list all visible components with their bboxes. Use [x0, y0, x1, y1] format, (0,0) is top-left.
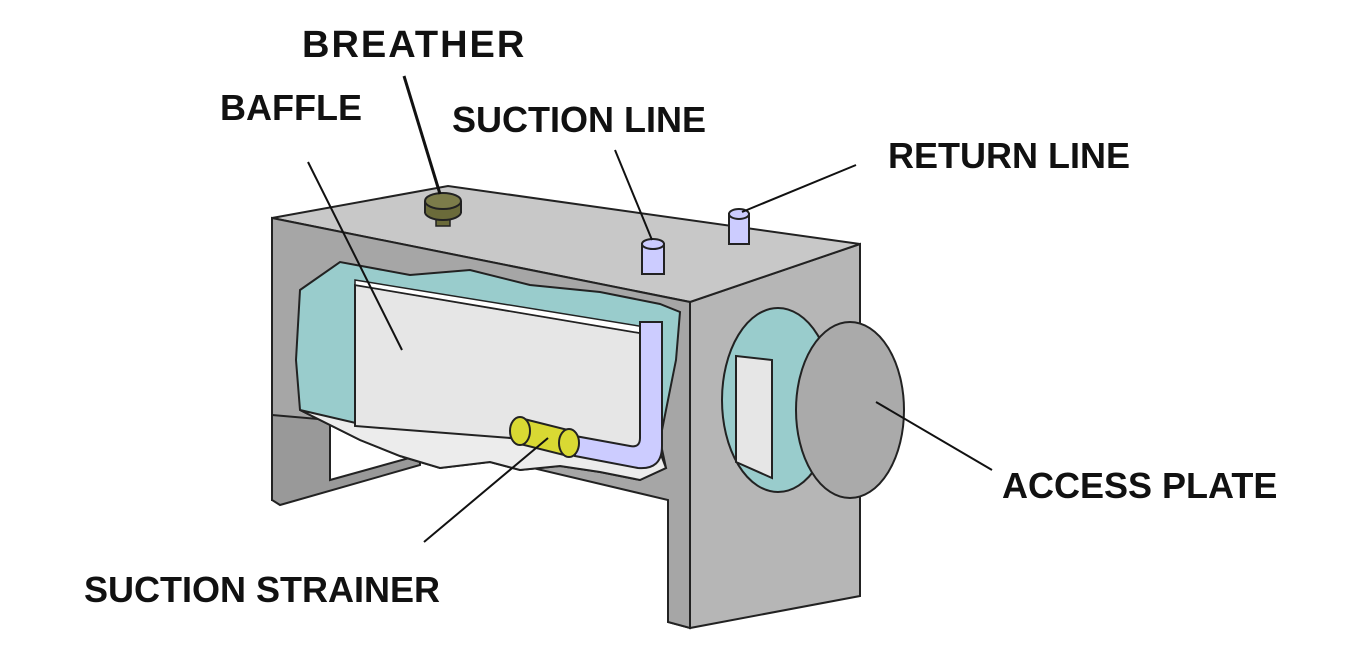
suction-line-leader [614, 149, 653, 241]
suction-strainer-label: SUCTION STRAINER [84, 569, 441, 610]
access-plate-label: ACCESS PLATE [1002, 465, 1278, 506]
breather-cap [424, 192, 462, 227]
baffle-leader [307, 161, 403, 351]
access-plate [795, 321, 905, 499]
suction-line-label: SUCTION LINE [452, 99, 707, 140]
return-line-stub [728, 208, 750, 245]
breather-leader [402, 75, 442, 195]
access-plate-leader [875, 401, 993, 471]
suction-strainer-leader [423, 437, 549, 543]
suction-pipe-interior [574, 321, 663, 470]
breather-label: BREATHER [302, 24, 527, 66]
baffle-end-view [735, 354, 773, 480]
return-line-leader [741, 164, 857, 213]
return-line-label: RETURN LINE [888, 135, 1130, 176]
suction-strainer [509, 416, 580, 458]
baffle-label: BAFFLE [220, 87, 362, 128]
suction-line-stub [641, 238, 665, 275]
